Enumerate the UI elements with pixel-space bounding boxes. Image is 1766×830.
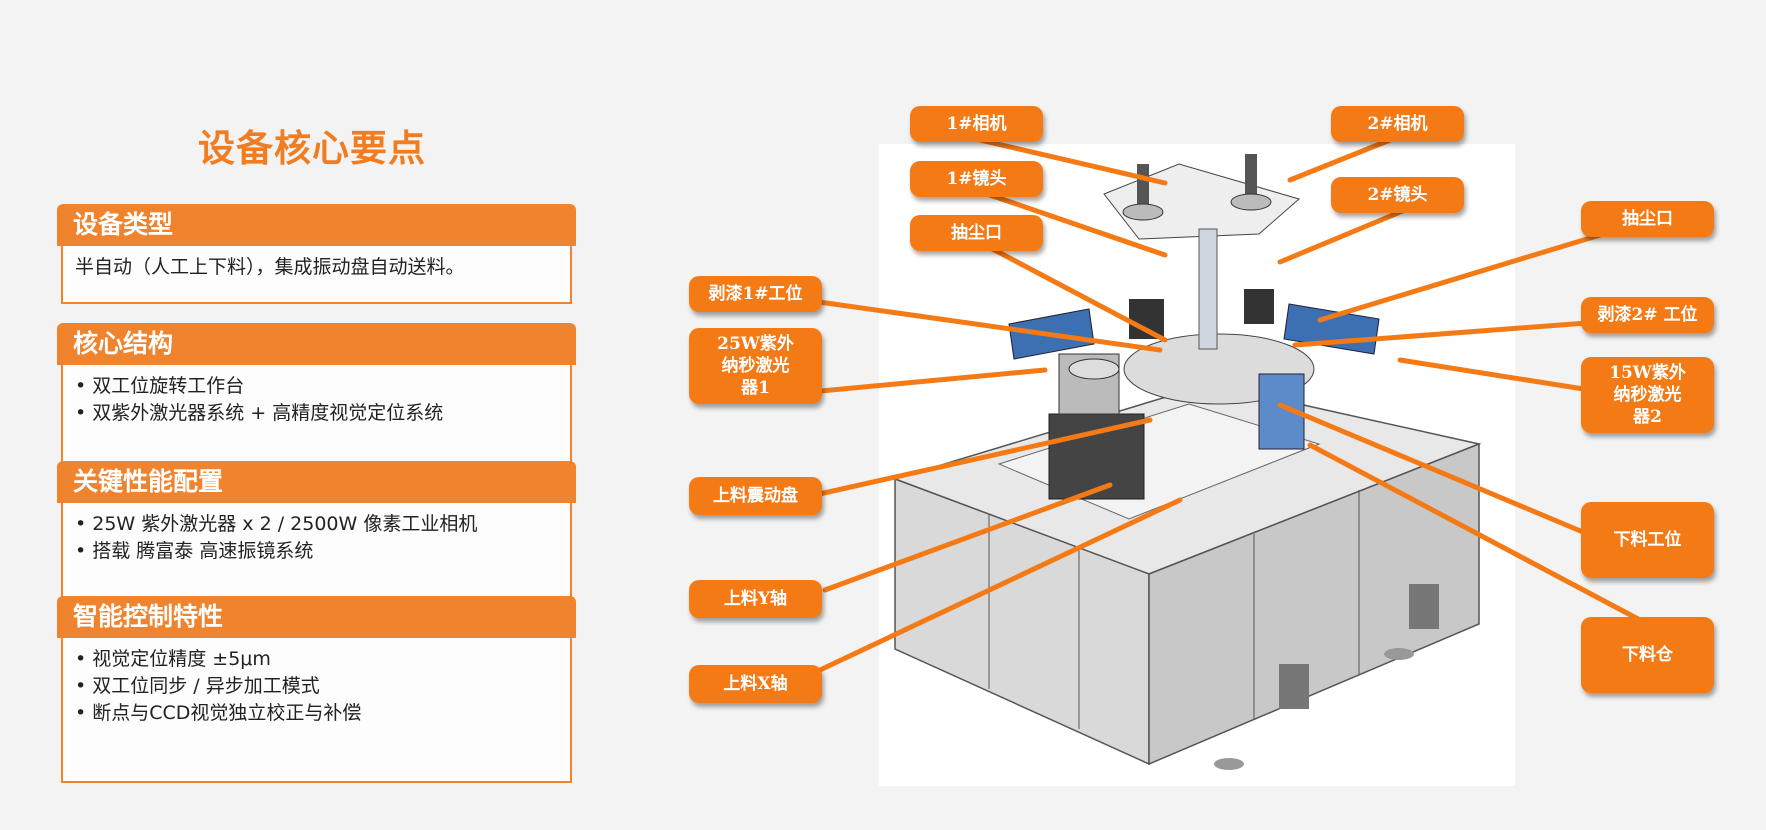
section-performance: 关键性能配置 • 25W 紫外激光器 x 2 / 2500W 像素工业相机 • … <box>57 461 576 598</box>
callout-laser-1: 25W紫外 纳秒激光 器1 <box>689 328 822 404</box>
callout-laser-1-line: 纳秒激光 <box>721 356 790 376</box>
callout-camera-1: 1#相机 <box>910 106 1043 142</box>
callout-laser-2: 15W紫外 纳秒激光 器2 <box>1581 357 1714 433</box>
section-line: • 视觉定位精度 ±5μm <box>75 648 271 670</box>
callout-lens-1: 1#镜头 <box>910 161 1043 197</box>
section-line: • 断点与CCD视觉独立校正与补偿 <box>75 702 362 724</box>
callout-laser-2-line: 15W紫外 <box>1609 363 1686 383</box>
callout-x-axis: 上料X轴 <box>689 665 822 703</box>
callout-strip-station-1: 剥漆1#工位 <box>689 276 822 312</box>
section-heading: 智能控制特性 <box>57 596 576 638</box>
section-body: • 25W 紫外激光器 x 2 / 2500W 像素工业相机 • 搭载 腾富泰 … <box>61 503 572 598</box>
callout-camera-2: 2#相机 <box>1331 106 1464 142</box>
callout-unload-bin: 下料仓 <box>1581 617 1714 693</box>
section-smart-control: 智能控制特性 • 视觉定位精度 ±5μm • 双工位同步 / 异步加工模式 • … <box>57 596 576 783</box>
callout-laser-1-line: 25W紫外 <box>717 334 794 354</box>
section-line: • 双紫外激光器系统 + 高精度视觉定位系统 <box>75 402 444 424</box>
section-body: • 视觉定位精度 ±5μm • 双工位同步 / 异步加工模式 • 断点与CCD视… <box>61 638 572 783</box>
callout-unload-station: 下料工位 <box>1581 502 1714 578</box>
section-line: • 双工位旋转工作台 <box>75 375 245 397</box>
callout-dust-port-right: 抽尘口 <box>1581 201 1714 237</box>
callout-strip-station-2: 剥漆2# 工位 <box>1581 297 1714 333</box>
callout-lens-2: 2#镜头 <box>1331 177 1464 213</box>
section-line: • 双工位同步 / 异步加工模式 <box>75 675 320 697</box>
section-body: • 双工位旋转工作台 • 双紫外激光器系统 + 高精度视觉定位系统 <box>61 365 572 465</box>
section-device-type: 设备类型 半自动（人工上下料），集成振动盘自动送料。 <box>57 204 576 304</box>
callout-y-axis: 上料Y轴 <box>689 580 822 618</box>
section-line: • 25W 紫外激光器 x 2 / 2500W 像素工业相机 <box>75 513 478 535</box>
callout-laser-2-line: 纳秒激光 <box>1613 385 1682 405</box>
callout-feeder-bowl: 上料震动盘 <box>689 477 822 515</box>
section-body: 半自动（人工上下料），集成振动盘自动送料。 <box>61 246 572 304</box>
callout-laser-1-line: 器1 <box>741 378 770 398</box>
section-heading: 关键性能配置 <box>57 461 576 503</box>
section-heading: 核心结构 <box>57 323 576 365</box>
callout-dust-port-left: 抽尘口 <box>910 215 1043 251</box>
section-line: 半自动（人工上下料），集成振动盘自动送料。 <box>75 256 465 278</box>
section-line: • 搭载 腾富泰 高速振镜系统 <box>75 540 314 562</box>
section-heading: 设备类型 <box>57 204 576 246</box>
callout-laser-2-line: 器2 <box>1633 407 1662 427</box>
page-title: 设备核心要点 <box>198 127 426 170</box>
section-core-structure: 核心结构 • 双工位旋转工作台 • 双紫外激光器系统 + 高精度视觉定位系统 <box>57 323 576 465</box>
